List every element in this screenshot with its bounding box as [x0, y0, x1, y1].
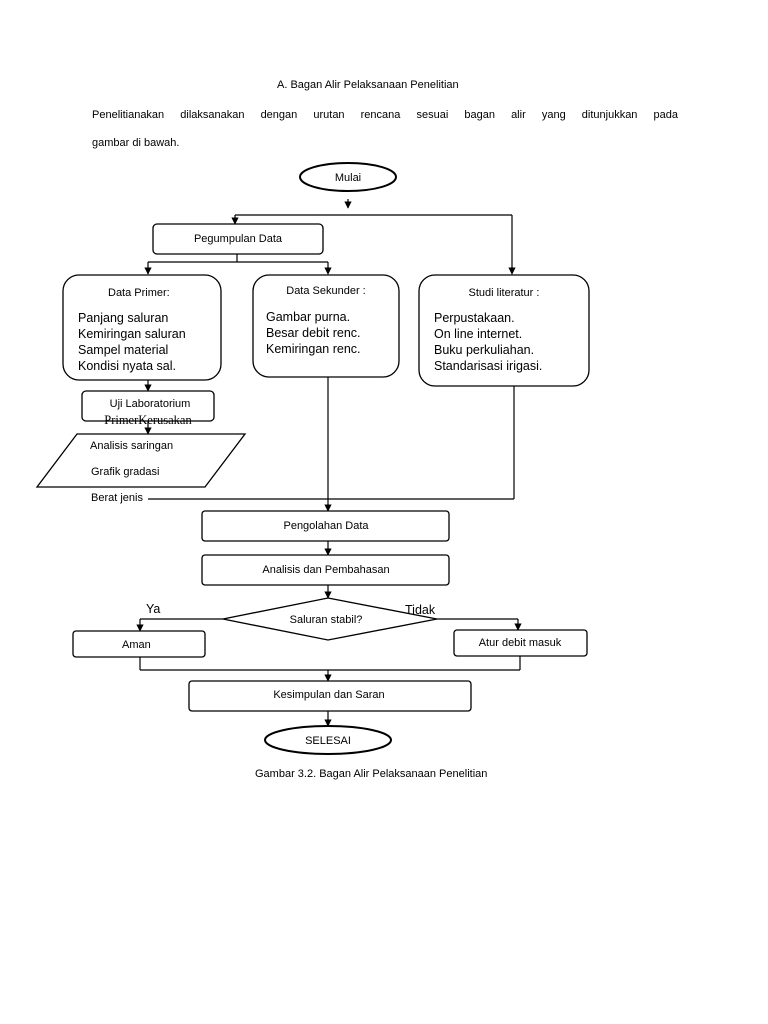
secondary-item: Besar debit renc. — [266, 326, 361, 340]
processing-box — [201, 510, 450, 542]
yes-label: Ya — [146, 602, 160, 616]
decision-diamond — [222, 597, 438, 641]
secondary-title: Data Sekunder : — [286, 285, 366, 297]
start-terminator — [299, 162, 397, 192]
end-terminator — [264, 725, 392, 755]
safe-box — [72, 630, 206, 658]
primary-item: Kemiringan saluran — [78, 327, 186, 341]
no-label: Tidak — [405, 603, 436, 617]
primary-item: Sampel material — [78, 343, 168, 357]
literature-item: Buku perkuliahan. — [434, 343, 534, 357]
figure-caption: Gambar 3.2. Bagan Alir Pelaksanaan Penel… — [255, 768, 488, 780]
decision-label: Saluran stabil? — [290, 614, 363, 626]
literature-title: Studi literatur : — [469, 287, 540, 299]
discussion-label: Analisis dan Pembahasan — [262, 564, 389, 576]
adjust-box — [453, 629, 588, 657]
section-heading: A. Bagan Alir Pelaksanaan Penelitian — [277, 79, 459, 91]
collect-box — [152, 223, 324, 255]
safe-label: Aman — [122, 639, 151, 651]
literature-item: On line internet. — [434, 327, 522, 341]
lab-label-line2: PrimerKerusakan — [104, 413, 192, 427]
analysis-item: Analisis saringan — [90, 440, 173, 452]
lab-box — [81, 390, 215, 422]
end-label: SELESAI — [305, 735, 351, 747]
discussion-box — [201, 554, 450, 586]
primary-item: Kondisi nyata sal. — [78, 359, 176, 373]
literature-box — [418, 274, 590, 387]
literature-item: Standarisasi irigasi. — [434, 359, 542, 373]
secondary-item: Gambar purna. — [266, 310, 350, 324]
literature-item: Perpustakaan. — [434, 311, 515, 325]
collect-label: Pegumpulan Data — [194, 233, 283, 245]
secondary-data-box — [252, 274, 400, 378]
analysis-item: Berat jenis — [91, 492, 143, 504]
analysis-parallelogram — [35, 433, 247, 488]
primary-title: Data Primer: — [108, 287, 170, 299]
lab-label-line1: Uji Laboratorium — [110, 398, 191, 410]
primary-data-box — [62, 274, 222, 381]
adjust-label: Atur debit masuk — [479, 637, 562, 649]
primary-item: Panjang saluran — [78, 311, 168, 325]
start-label: Mulai — [335, 172, 361, 184]
conclusion-box — [188, 680, 472, 712]
intro-paragraph-line2: gambar di bawah. — [92, 137, 180, 149]
conclusion-label: Kesimpulan dan Saran — [273, 689, 384, 701]
secondary-item: Kemiringan renc. — [266, 342, 361, 356]
intro-paragraph-line1: Penelitianakan dilaksanakan dengan uruta… — [92, 109, 678, 121]
processing-label: Pengolahan Data — [283, 520, 369, 532]
analysis-item: Grafik gradasi — [91, 466, 159, 478]
